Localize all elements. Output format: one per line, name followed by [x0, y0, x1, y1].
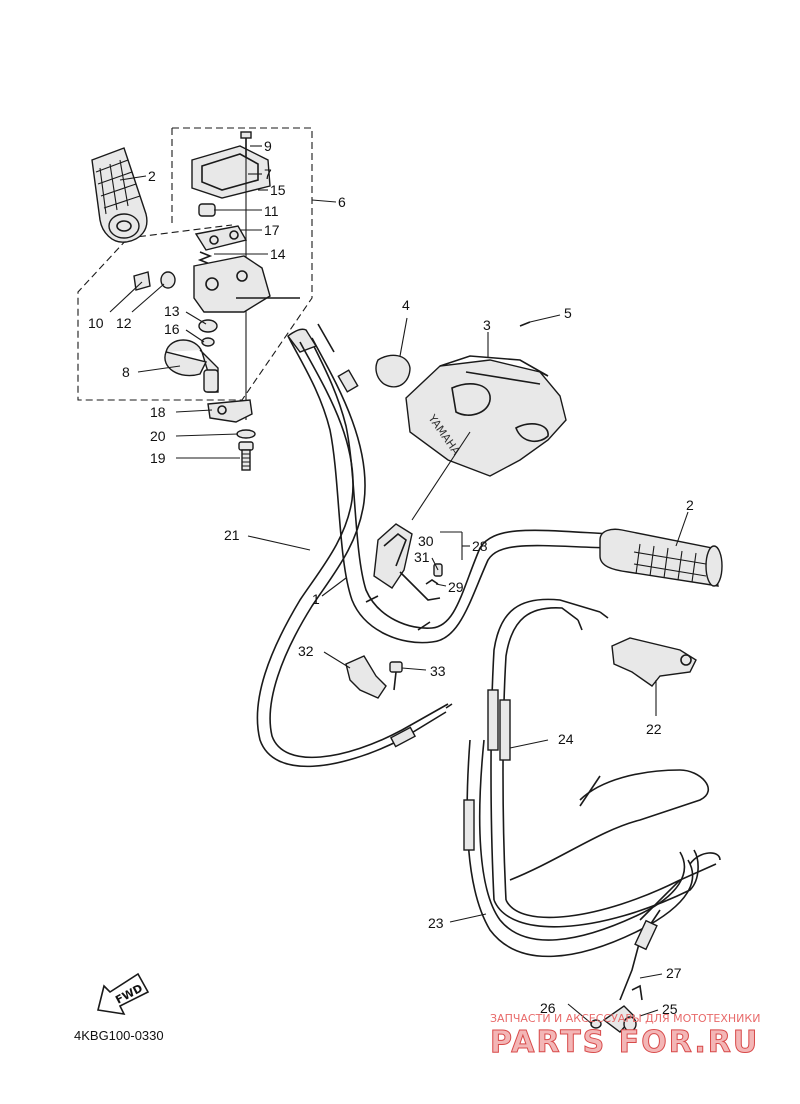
diagram-code: 4KBG100-0330 [74, 1028, 164, 1043]
callout-32: 32 [298, 643, 314, 659]
part-26 [590, 1019, 602, 1029]
bolt-19 [238, 441, 254, 471]
callout-1: 1 [312, 591, 320, 607]
callout-26: 26 [540, 1000, 556, 1016]
callout-30: 30 [418, 533, 434, 549]
callouts: 1 2 2 3 4 5 6 7 8 9 10 11 12 13 14 15 16… [88, 138, 694, 1017]
callout-6: 6 [338, 194, 346, 210]
washer-20 [236, 429, 256, 439]
throttle-housing [193, 255, 300, 313]
nut-11 [198, 203, 216, 217]
callout-16: 16 [164, 321, 180, 337]
callout-2-right: 2 [686, 497, 694, 513]
left-grip [91, 147, 148, 243]
callout-18: 18 [150, 404, 166, 420]
part-25 [602, 1005, 637, 1033]
callout-33: 33 [430, 663, 446, 679]
cable-23 [463, 739, 721, 1001]
throttle-cover [191, 138, 271, 420]
callout-24: 24 [558, 731, 574, 747]
part-27 [631, 984, 643, 1001]
callout-31: 31 [414, 549, 430, 565]
callout-12: 12 [116, 315, 132, 331]
callout-28: 28 [472, 538, 488, 554]
throttle-lever-8 [164, 339, 219, 393]
washer-16 [201, 337, 215, 347]
callout-19: 19 [150, 450, 166, 466]
callout-17: 17 [264, 222, 280, 238]
throttle-assembly-outline [77, 127, 313, 401]
fwd-arrow: FWD [97, 972, 150, 1016]
leader-lines [109, 145, 689, 1025]
callout-23: 23 [428, 915, 444, 931]
washer-12 [160, 271, 176, 289]
cable-21 [256, 323, 453, 768]
watermark-site: PARTS FOR.RU [490, 1025, 759, 1060]
callout-21: 21 [224, 527, 240, 543]
right-grip [599, 528, 723, 587]
clamp-18 [207, 399, 253, 423]
callout-8: 8 [122, 364, 130, 380]
callout-20: 20 [150, 428, 166, 444]
callout-9: 9 [264, 138, 272, 154]
callout-5: 5 [564, 305, 572, 321]
handlebar [287, 328, 611, 644]
handlebar-cover: YAMAHA [405, 355, 567, 477]
callout-25: 25 [662, 1001, 678, 1017]
fwd-label: FWD [113, 982, 145, 1007]
screw-9 [240, 131, 252, 158]
callout-4: 4 [402, 297, 410, 313]
callout-2-left: 2 [148, 168, 156, 184]
callout-13: 13 [164, 303, 180, 319]
throttle-lever-17 [194, 225, 248, 251]
part-22 [611, 637, 697, 687]
bolt-33 [389, 661, 403, 691]
watermark: ЗАПЧАСТИ И АКСЕССУАРЫ ДЛЯ МОТОТЕХНИКИ PA… [490, 1012, 761, 1061]
cable-24 [487, 598, 609, 901]
emblem-4 [375, 354, 411, 388]
callout-7: 7 [264, 166, 272, 182]
watermark-tagline: ЗАПЧАСТИ И АКСЕССУАРЫ ДЛЯ МОТОТЕХНИКИ [490, 1012, 760, 1025]
callout-29: 29 [448, 579, 464, 595]
callout-27: 27 [666, 965, 682, 981]
callout-22: 22 [646, 721, 662, 737]
callout-3: 3 [483, 317, 491, 333]
bracket-32 [345, 655, 387, 699]
callout-15: 15 [270, 182, 286, 198]
callout-11: 11 [264, 203, 279, 219]
callout-10: 10 [88, 315, 104, 331]
clip-5 [519, 321, 531, 327]
callout-14: 14 [270, 246, 286, 262]
